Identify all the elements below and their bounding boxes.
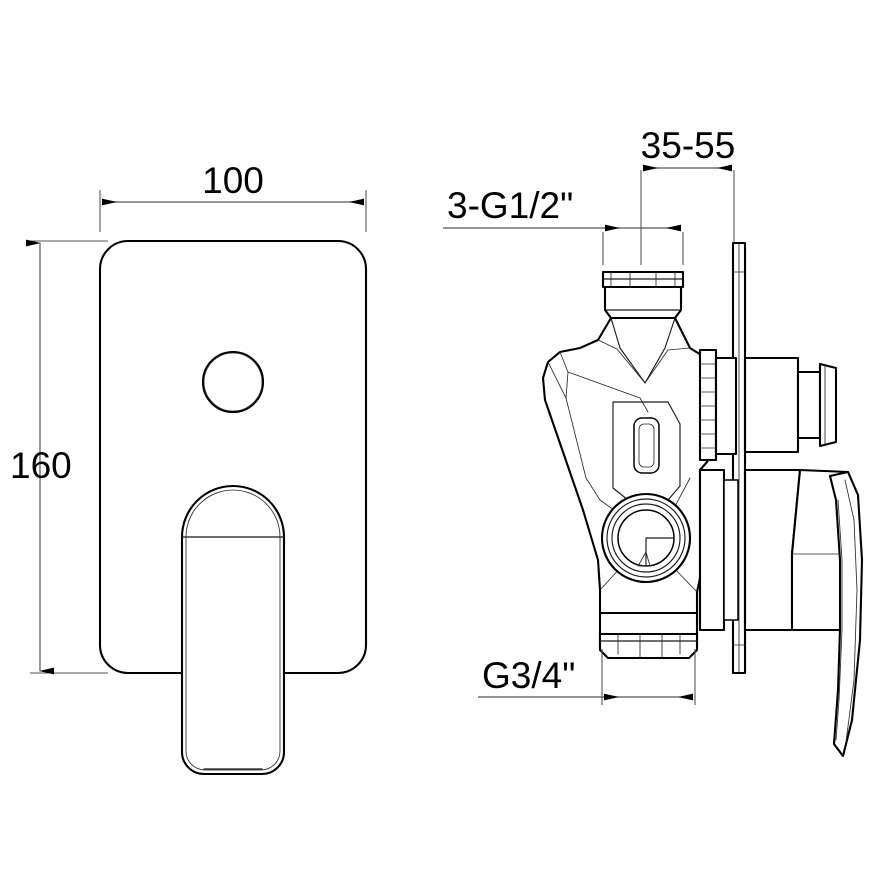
cartridge-port	[600, 492, 692, 584]
mixer-lever-handle	[180, 485, 286, 776]
dimension-label-outlet-thread: G3/4"	[482, 655, 575, 696]
cartridge-ring-3	[611, 503, 681, 573]
mixer-lever-handle-side	[743, 468, 864, 758]
diverter-knob-hole	[201, 350, 265, 414]
side-view-group	[541, 241, 864, 758]
valve-body-boss	[612, 401, 681, 501]
front-view-group	[98, 239, 368, 776]
diverter-knob	[743, 356, 838, 454]
flange-ring-lower	[723, 479, 739, 621]
lever-arm	[828, 470, 864, 758]
diverter-knob-cap	[818, 362, 838, 448]
dimension-label-width: 100	[202, 160, 264, 201]
dimension-height-160: 160	[10, 239, 108, 675]
dimension-label-depth: 35-55	[641, 125, 736, 166]
dimension-label-height: 160	[10, 445, 72, 486]
flange-collar-lower	[698, 468, 726, 632]
valve-body-left-shoulder	[547, 351, 569, 399]
index-slot	[633, 417, 660, 474]
diverter-knob-base	[743, 356, 800, 454]
dimension-depth-35-55: 35-55	[640, 125, 736, 265]
valve-body-rib-upper	[567, 371, 649, 413]
cartridge-ring-2	[606, 498, 686, 578]
dimension-label-inlet-thread: 3-G1/2"	[447, 185, 573, 226]
mixer-lever-handle-inner-edge	[185, 489, 281, 771]
dimension-thread-outlet: G3/4"	[478, 649, 696, 705]
index-slot-inner	[638, 423, 655, 468]
valve-body-facet-right	[644, 347, 691, 384]
cartridge-key-tab	[637, 551, 651, 567]
bottom-outlet-port	[598, 611, 699, 660]
top-inlet-port	[601, 270, 685, 320]
lever-arm-highlight	[844, 479, 858, 743]
diverter-knob-stem	[796, 370, 822, 440]
lever-arm-inner-edge	[835, 499, 843, 741]
dimension-width-100: 100	[99, 160, 367, 232]
diverter-knob-hole-inner-ring	[203, 352, 263, 412]
flange-collar-upper	[698, 348, 718, 462]
dimension-thread-inlet: 3-G1/2"	[443, 185, 684, 265]
flange-ring-upper	[714, 356, 738, 456]
valve-body-facet-left	[597, 339, 646, 384]
valve-body-rib-left	[565, 397, 601, 501]
bottom-outlet-thread-crown	[598, 632, 699, 660]
valve-flange	[698, 348, 739, 632]
